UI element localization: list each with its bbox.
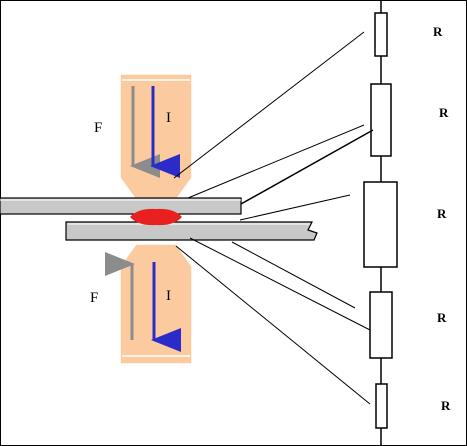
leader-line-4b: [231, 241, 356, 309]
resistor-2: [370, 83, 392, 157]
leader-line-2b: [240, 129, 374, 205]
resistor-4: [369, 291, 393, 359]
force-label-top: F: [94, 120, 102, 136]
resistor-label-2: R: [439, 105, 449, 120]
resistor-label-1: R: [433, 24, 443, 39]
leader-line-2: [187, 124, 365, 199]
current-label-bottom: I: [166, 288, 171, 304]
resistor-1: [374, 12, 388, 57]
leader-line-5: [175, 245, 371, 405]
resistor-label-4: R: [437, 310, 447, 325]
force-label-bottom: F: [90, 290, 98, 306]
bottom-sheet: [65, 221, 318, 241]
resistor-label-3: R: [437, 206, 447, 221]
leader-line-4: [189, 237, 371, 331]
leader-line-3: [239, 194, 351, 221]
resistor-3: [363, 181, 398, 268]
resistor-5: [375, 383, 388, 429]
top-sheet: [0, 197, 242, 215]
top-electrode: [119, 73, 193, 201]
leader-line-1: [173, 31, 365, 179]
weld-nugget: [130, 208, 182, 226]
resistor-label-5: R: [441, 398, 451, 413]
current-label-top: I: [166, 110, 171, 126]
